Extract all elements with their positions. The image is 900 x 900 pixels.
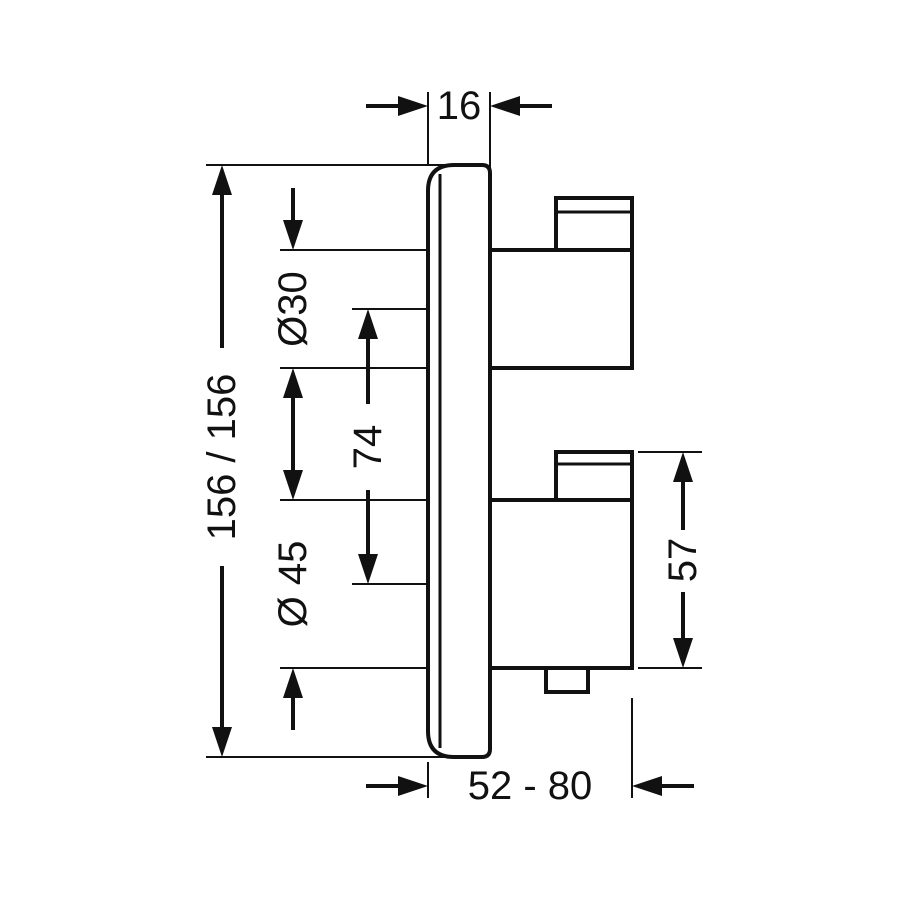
- bottom-handle-body: [488, 498, 634, 670]
- arrow-up-icon: [283, 668, 303, 698]
- dim-label-top-handle-diameter: Ø30: [271, 271, 315, 347]
- top-handle-cap: [554, 196, 634, 252]
- arrow-up-icon: [212, 165, 232, 195]
- extension-lines: [206, 92, 702, 798]
- dim-label-plate-depth: 16: [437, 84, 482, 128]
- dim-bottom-handle-height: 57: [661, 452, 705, 668]
- dim-top-handle-diameter: Ø30: [271, 188, 315, 472]
- dim-label-bottom-handle-diameter: Ø 45: [271, 541, 315, 628]
- dim-label-install-depth: 52 - 80: [468, 764, 593, 808]
- top-handle-body: [488, 248, 634, 370]
- arrow-up-icon: [358, 309, 378, 339]
- arrow-down-icon: [358, 554, 378, 584]
- arrow-down-icon: [212, 727, 232, 757]
- arrow-down-icon: [283, 220, 303, 250]
- arrow-down-icon: [673, 638, 693, 668]
- arrow-right-icon: [398, 776, 428, 796]
- dim-handle-spacing: 74: [346, 309, 390, 584]
- dim-label-bottom-handle-height: 57: [661, 538, 705, 583]
- dim-bottom-handle-diameter: Ø 45: [271, 470, 315, 730]
- bottom-handle-tab: [544, 666, 590, 694]
- dim-install-depth: 52 - 80: [366, 764, 694, 808]
- arrow-left-icon: [490, 96, 520, 116]
- arrow-up-icon: [673, 452, 693, 482]
- dim-label-overall-height: 156 / 156: [200, 374, 244, 541]
- dim-plate-depth: 16: [366, 84, 552, 128]
- bottom-handle-cap: [554, 450, 634, 502]
- arrow-up-icon: [283, 368, 303, 398]
- escutcheon-plate: [426, 163, 492, 759]
- dim-label-handle-spacing: 74: [346, 425, 390, 470]
- dim-overall-height: 156 / 156: [200, 165, 244, 757]
- arrow-down-icon: [283, 470, 303, 500]
- arrow-left-icon: [632, 776, 662, 796]
- fixture-profile: [426, 163, 634, 759]
- arrow-right-icon: [398, 96, 428, 116]
